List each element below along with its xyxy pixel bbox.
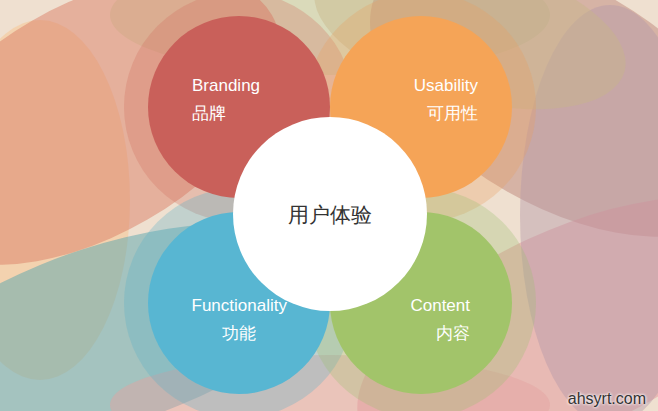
watermark: ahsyrt.com [568, 390, 646, 408]
text-group: Content 内容 [410, 296, 470, 345]
circle-fill [148, 212, 330, 394]
text-group: Branding 品牌 [192, 76, 260, 125]
node-title: Branding [192, 76, 260, 96]
core-circle: 用户体验 [233, 117, 427, 311]
node-title: Content [410, 296, 470, 316]
node-subtitle: 可用性 [414, 104, 478, 124]
node-title: Usability [414, 76, 478, 96]
text-group: Functionality 功能 [192, 296, 287, 345]
node-subtitle: 功能 [192, 324, 287, 344]
circle-fill [330, 212, 512, 394]
circle-fill [233, 117, 427, 311]
node-title: Functionality [192, 296, 287, 316]
node-title: 用户体验 [288, 202, 372, 227]
text-group: Usability 可用性 [414, 76, 478, 125]
node-subtitle: 品牌 [192, 104, 260, 124]
node-subtitle: 内容 [410, 324, 470, 344]
text-group: 用户体验 [288, 202, 372, 227]
